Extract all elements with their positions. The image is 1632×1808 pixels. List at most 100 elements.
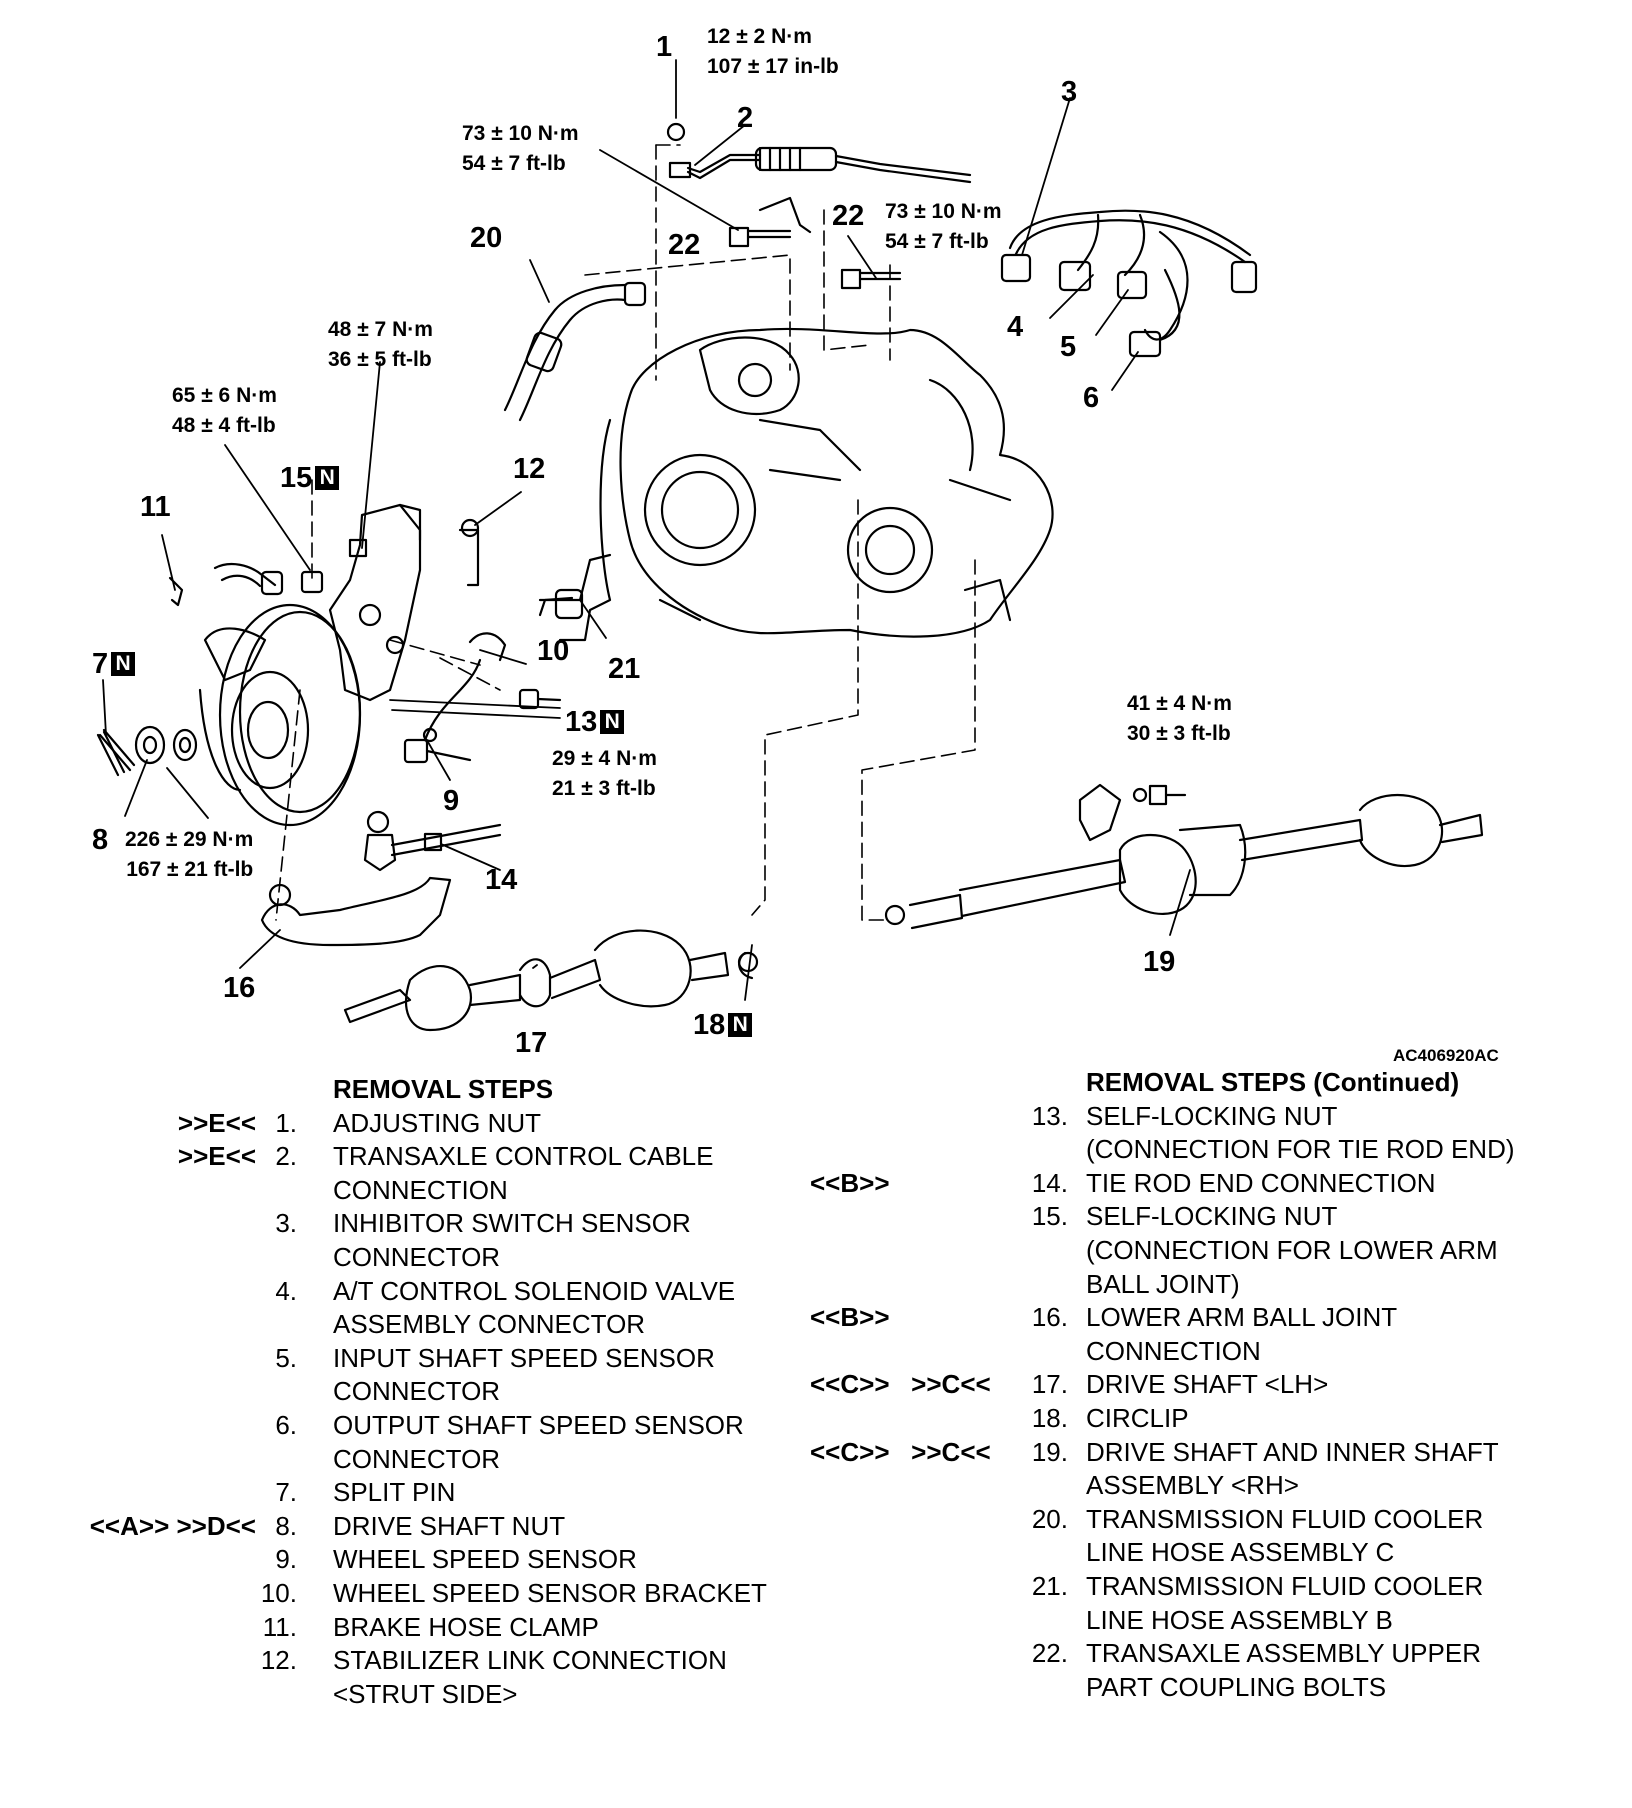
step-text: INHIBITOR SWITCH SENSOR CONNECTOR: [333, 1208, 691, 1272]
removal-step-row: 22.TRANSAXLE ASSEMBLY UPPER PART COUPLIN…: [810, 1637, 1610, 1704]
tie-rod-end-drawing: [363, 810, 502, 872]
torque-1-nm: 12 ± 2 N·m: [707, 25, 812, 48]
step-text: OUTPUT SHAFT SPEED SENSOR CONNECTOR: [333, 1409, 744, 1474]
callout-19: 19: [1143, 946, 1176, 978]
removal-step-row: >>E<< 2. TRANSAXLE CONTROL CABLE CONNECTIO…: [40, 1140, 780, 1207]
torque-spec-3: 73 ± 10 N·m 54 ± 7 ft-lb: [885, 197, 1002, 257]
drive-shaft-lh-drawing: [343, 929, 759, 1032]
step-number: 18.: [1031, 1402, 1068, 1433]
n-mark-15: N: [315, 466, 340, 490]
n-mark-18: N: [728, 1013, 753, 1037]
step-text: TRANSMISSION FLUID COOLER LINE HOSE ASSE…: [1086, 1503, 1484, 1568]
torque-3-lb: 54 ± 7 ft-lb: [885, 230, 989, 253]
torque-5-lb: 48 ± 4 ft-lb: [172, 414, 276, 437]
removal-step-row: <<B>>16.LOWER ARM BALL JOINT CONNECTION: [810, 1301, 1610, 1368]
step-text: CIRCLIP: [1086, 1402, 1189, 1433]
step-number: 10.: [260, 1577, 297, 1608]
cooler-hose-c-drawing: [503, 281, 647, 422]
removal-step-row: <<C>> >>C<<17.DRIVE SHAFT <LH>: [810, 1368, 1610, 1402]
step-text: ADJUSTING NUT: [333, 1107, 541, 1138]
callout-16: 16: [223, 972, 256, 1004]
step-text: TRANSMISSION FLUID COOLER LINE HOSE ASSE…: [1086, 1570, 1484, 1635]
step-text: LOWER ARM BALL JOINT CONNECTION: [1086, 1302, 1397, 1366]
callout-20: 20: [470, 222, 503, 254]
step-number: 12.: [260, 1645, 297, 1676]
callout-6: 6: [1083, 382, 1100, 414]
step-text: SELF-LOCKING NUT (CONNECTION FOR LOWER A…: [1086, 1201, 1498, 1299]
step-number: 7.: [275, 1477, 297, 1508]
callout-11: 11: [140, 491, 171, 523]
removal-step-row: <<C>> >>C<< 19. DRIVE SHAFT AND INNER SHAF…: [810, 1436, 1610, 1503]
step-service-mark: <<C>> >>C<<: [810, 1436, 991, 1467]
callout-21: 21: [608, 653, 641, 685]
torque-spec-7: 226 ± 29 N·m 167 ± 21 ft-lb: [125, 825, 253, 885]
torque-4-lb: 36 ± 5 ft-lb: [328, 348, 432, 371]
callout-9: 9: [443, 785, 460, 817]
shift-cable-drawing: [666, 122, 972, 184]
removal-step-row: 18. CIRCLIP: [810, 1402, 1610, 1436]
step-number: 4.: [275, 1275, 297, 1306]
step-service-mark: <<C>> >>C<<: [810, 1369, 991, 1400]
step-number: 2.: [275, 1141, 297, 1172]
step-text: DRIVE SHAFT AND INNER SHAFT ASSEMBLY <RH…: [1086, 1436, 1499, 1501]
removal-steps-heading: REMOVAL STEPS: [333, 1074, 554, 1104]
wheel-speed-sensor-drawing: [403, 632, 562, 764]
step-text: TRANSAXLE CONTROL CABLE CONNECTION: [333, 1141, 714, 1205]
step-service-mark: >>E<<: [177, 1107, 256, 1138]
step-number: 15.: [1031, 1201, 1068, 1232]
step-text: INPUT SHAFT SPEED SENSOR CONNECTOR: [333, 1342, 715, 1407]
torque-8-lb: 30 ± 3 ft-lb: [1127, 722, 1231, 745]
dashed-alignment-lines: [275, 144, 976, 921]
removal-step-row: 7. SPLIT PIN: [40, 1476, 780, 1510]
step-text: WHEEL SPEED SENSOR BRACKET: [333, 1577, 767, 1608]
step-text: DRIVE SHAFT NUT: [333, 1510, 566, 1541]
removal-steps-right: REMOVAL STEPS (Continued) 13.SELF-LOCKIN…: [810, 1066, 1610, 1704]
callout-2: 2: [737, 102, 754, 134]
torque-8-nm: 41 ± 4 N·m: [1127, 692, 1232, 715]
removal-steps-continued-heading: REMOVAL STEPS (Continued): [1086, 1067, 1460, 1097]
removal-step-row: 3. INHIBITOR SWITCH SENSOR CONNECTOR: [40, 1207, 780, 1274]
torque-4-nm: 48 ± 7 N·m: [328, 318, 433, 341]
step-number: 3.: [275, 1208, 297, 1239]
n-mark-7: N: [111, 652, 136, 676]
step-number: 17.: [1031, 1369, 1068, 1400]
torque-3-nm: 73 ± 10 N·m: [885, 200, 1002, 223]
callout-4: 4: [1007, 311, 1024, 343]
removal-step-row: 11.BRAKE HOSE CLAMP: [40, 1611, 780, 1645]
step-text: TIE ROD END CONNECTION: [1086, 1167, 1436, 1198]
removal-step-row: 13.SELF-LOCKING NUT (CONNECTION FOR TIE …: [810, 1100, 1610, 1167]
removal-step-row: 21.TRANSMISSION FLUID COOLER LINE HOSE A…: [810, 1570, 1610, 1637]
step-service-mark: <<B>>: [810, 1167, 890, 1198]
callout-1: 1: [656, 31, 673, 63]
callout-14: 14: [485, 864, 518, 896]
step-text: SPLIT PIN: [333, 1477, 456, 1508]
step-number: 1.: [275, 1107, 297, 1138]
coupling-bolts-drawing: [728, 196, 902, 290]
torque-spec-8: 41 ± 4 N·m 30 ± 3 ft-lb: [1127, 689, 1232, 749]
torque-5-nm: 65 ± 6 N·m: [172, 384, 277, 407]
leader-lines: [102, 59, 1191, 1001]
callout-12: 12: [513, 453, 546, 485]
removal-step-row: 15. SELF-LOCKING NUT (CONNECTION FOR LOWE…: [810, 1200, 1610, 1301]
torque-spec-4: 48 ± 7 N·m 36 ± 5 ft-lb: [328, 315, 433, 375]
callout-18-label: 18: [693, 1009, 726, 1041]
step-number: 11.: [262, 1611, 297, 1642]
step-number: 13.: [1031, 1100, 1068, 1131]
diagram-drawing: [96, 59, 1484, 1032]
callout-22-right: 22: [832, 200, 865, 232]
step-service-mark: >>E<<: [177, 1141, 256, 1172]
brake-hose-drawing: [168, 562, 284, 607]
wiring-harness-drawing: [1000, 209, 1258, 358]
removal-steps-continued-list: 13.SELF-LOCKING NUT (CONNECTION FOR TIE …: [810, 1100, 1610, 1705]
step-text: A/T CONTROL SOLENOID VALVE ASSEMBLY CONN…: [333, 1275, 736, 1340]
step-number: 19.: [1031, 1436, 1068, 1467]
circlip-drawing: [738, 951, 754, 980]
drive-shaft-rh-drawing: [884, 783, 1484, 930]
torque-spec-5: 65 ± 6 N·m 48 ± 4 ft-lb: [172, 381, 277, 441]
removal-step-row: >>E<< 1. ADJUSTING NUT: [40, 1107, 780, 1141]
removal-step-row: 10. WHEEL SPEED SENSOR BRACKET: [40, 1577, 780, 1611]
step-text: WHEEL SPEED SENSOR: [333, 1544, 637, 1575]
step-number: 8.: [275, 1510, 297, 1541]
lower-arm-drawing: [260, 876, 452, 947]
